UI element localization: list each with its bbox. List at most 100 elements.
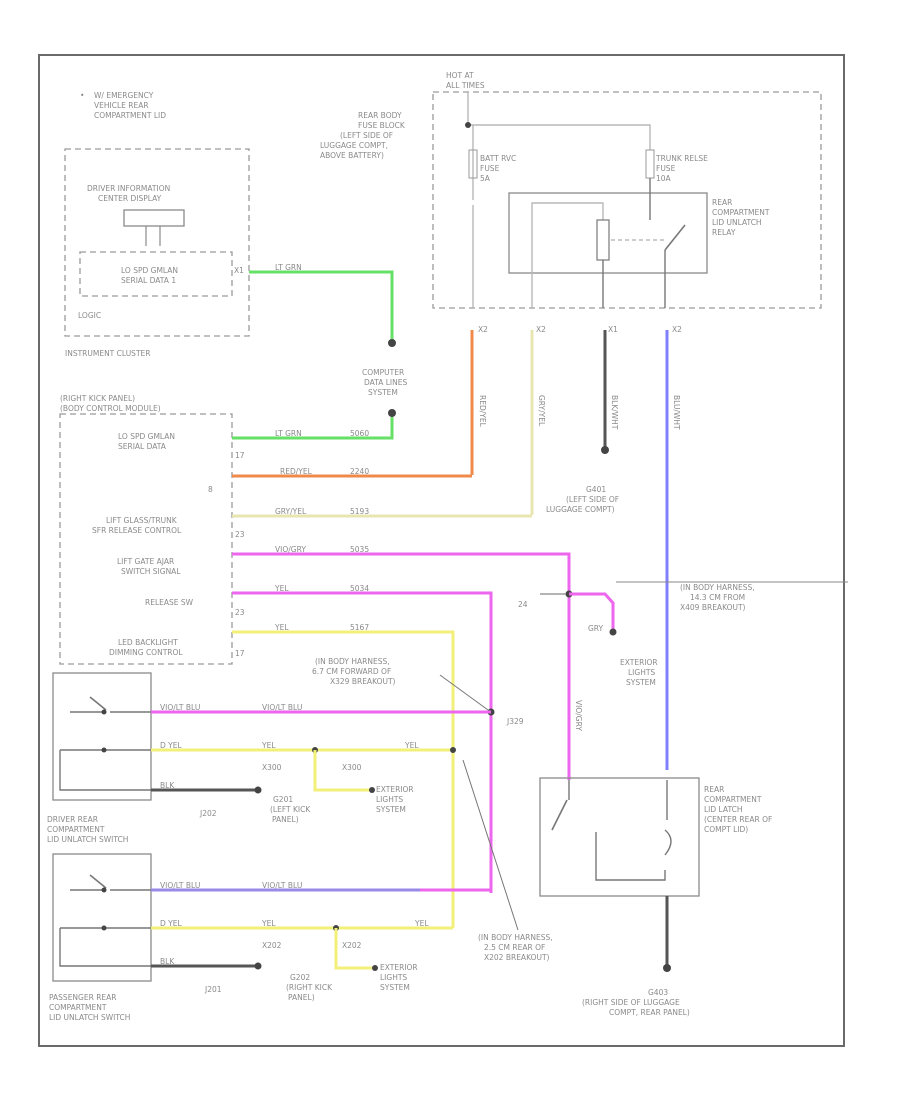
wire-label: YEL [274,623,289,632]
fuse-batt-rvc [468,149,478,179]
harness-label: (IN BODY HARNESS, [315,657,390,666]
passenger-switch-label: PASSENGER REAR [49,993,116,1002]
body-control-module: (RIGHT KICK PANEL) (BODY CONTROL MODULE)… [59,394,245,665]
connector-label: J202 [199,809,217,818]
ground-g401 [601,446,609,454]
instrument-cluster-label: INSTRUMENT CLUSTER [65,349,150,358]
computer-data-label: SYSTEM [368,388,398,397]
bcm-box [59,413,233,665]
g401-label: LUGGAGE COMPT) [546,505,615,514]
emergency-note-line: COMPARTMENT LID [94,111,166,120]
ground-g201 [254,786,262,794]
wire-label: 5060 [350,429,369,438]
exterior-lights-label: EXTERIOR [380,963,418,972]
emergency-note-line: VEHICLE REAR [94,101,149,110]
trunk-fuse-label: TRUNK RELSE [655,154,708,163]
trunk-fuse-label: 10A [656,174,672,183]
wire-label: BLK [160,957,175,966]
batt-fuse-label: BATT RVC [480,154,516,163]
splice-dot [450,747,456,753]
g202-label: PANEL) [288,993,315,1002]
wire-label: YEL [414,919,429,928]
bcm-label: (RIGHT KICK PANEL) [60,394,135,403]
harness-label: 14.3 CM FROM [690,593,745,602]
fuse-block-label: LUGGAGE COMPT, [320,141,388,150]
relay-switch [664,224,686,251]
trunk-fuse-label: FUSE [656,164,676,173]
pin-label: 17 [235,451,245,460]
wire-lt-grn-cluster [249,270,394,340]
wire-label: D YEL [160,741,182,750]
driver-switch-label: DRIVER REAR [47,815,98,824]
fuse-block-label: ABOVE BATTERY) [320,151,384,160]
leader-line [439,674,489,711]
exterior-lights-label: LIGHTS [380,973,407,982]
wire-label: VIO/LT BLU [262,881,302,890]
exterior-lights-label: SYSTEM [380,983,410,992]
wire-label: D YEL [160,919,182,928]
g201-label: (LEFT KICK [270,805,311,814]
hot-at-label: ALL TIMES [446,81,485,90]
lid-latch-box [539,777,700,897]
wire-label: LT GRN [275,263,302,272]
connector-label: X300 [262,763,282,772]
lid-latch-label: COMPT LID) [704,825,748,834]
computer-data-label: COMPUTER [362,368,404,377]
release-sw-label: RELEASE SW [145,598,194,607]
fuse-block-label: FUSE BLOCK [358,121,406,130]
wire-label: LT GRN [275,429,302,438]
lo-spd-logic-box [79,251,233,297]
g403-label: COMPT, REAR PANEL) [609,1008,690,1017]
passenger-unlatch-switch: PASSENGER REAR COMPARTMENT LID UNLATCH S… [49,853,152,1022]
lid-latch-label: REAR [704,785,724,794]
passenger-switch-label: COMPARTMENT [49,1003,107,1012]
passenger-switch-box [52,853,152,982]
lid-latch-label: LID LATCH [704,805,742,814]
g401-label: (LEFT SIDE OF [566,495,619,504]
exterior-lights-upper: 24 GRY (IN BODY HARNESS, 14.3 CM FROM X4… [518,581,848,687]
emergency-note-line: W/ EMERGENCY [94,91,154,100]
fuse-block-label: (LEFT SIDE OF [340,131,393,140]
batt-fuse-label: 5A [480,174,491,183]
g403-label: (RIGHT SIDE OF LUGGAGE [582,998,680,1007]
wire-label: VIO/LT BLU [262,703,302,712]
connector-label: J201 [204,985,222,994]
wire-label: GRY/YEL [537,395,546,427]
rear-lid-latch: REAR COMPARTMENT LID LATCH (CENTER REAR … [539,777,772,1017]
g201-label: PANEL) [272,815,299,824]
rear-fuse-block: HOT AT ALL TIMES REAR BODY FUSE BLOCK (L… [320,71,822,334]
pin-label: 23 [235,530,245,539]
lift-glass-label: LIFT GLASS/TRUNK [106,516,178,525]
fuse-trunk-relse [645,149,655,179]
exterior-lights-label: EXTERIOR [620,658,658,667]
harness-label: (IN BODY HARNESS, [680,583,755,592]
pin-label: 23 [235,608,245,617]
j329-label: J329 [506,717,524,726]
g201-label: G201 [273,795,293,804]
wire-label: GRY [588,624,604,633]
wire-label: BLU/WHT [672,395,681,430]
bcm-lo-label: SERIAL DATA [118,442,167,451]
emergency-note: • [80,91,84,100]
wire-led-backlight [232,630,455,928]
instrument-cluster-box [64,148,250,337]
lo-spd-label: LO SPD GMLAN [121,266,178,275]
dim-label: CENTER DISPLAY [98,194,162,203]
wire-label: 5167 [350,623,369,632]
wire-label: RED/YEL [478,395,487,428]
batt-fuse-label: FUSE [480,164,500,173]
g403-label: G403 [648,988,668,997]
harness-label: X329 BREAKOUT) [330,677,396,686]
dim-component [123,209,185,227]
pin-label: 24 [518,600,528,609]
g202-label: G202 [290,973,310,982]
g401-label: G401 [586,485,606,494]
relay-label: COMPARTMENT [712,208,770,217]
wire-label: YEL [261,741,276,750]
bcm-lo-label: LO SPD GMLAN [118,432,175,441]
ground-g202 [254,962,262,970]
wire-vio-gry-bcm [232,552,571,780]
bus-dot [465,122,471,128]
relay-label: REAR [712,198,732,207]
